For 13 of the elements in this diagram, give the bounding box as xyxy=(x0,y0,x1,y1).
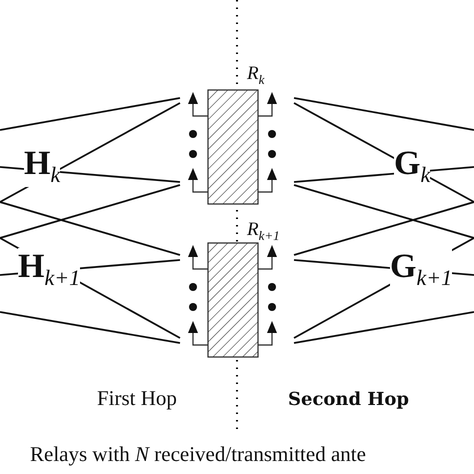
channel-line xyxy=(294,201,474,256)
channel-line xyxy=(294,184,474,239)
channel-line xyxy=(294,97,474,131)
channel-line xyxy=(0,97,180,131)
channel-line xyxy=(0,311,180,344)
channel-line xyxy=(0,184,180,239)
relay-label: R$_{k}$ xyxy=(247,64,264,86)
channel-line xyxy=(0,201,180,256)
hop-label: Second Hop xyxy=(288,389,409,410)
caption: Relays with N received/transmitted ante xyxy=(30,442,366,467)
hop-label: First Hop xyxy=(97,386,177,411)
channel-line xyxy=(294,311,474,344)
relay-label: R$_{k+1}$ xyxy=(247,220,280,242)
